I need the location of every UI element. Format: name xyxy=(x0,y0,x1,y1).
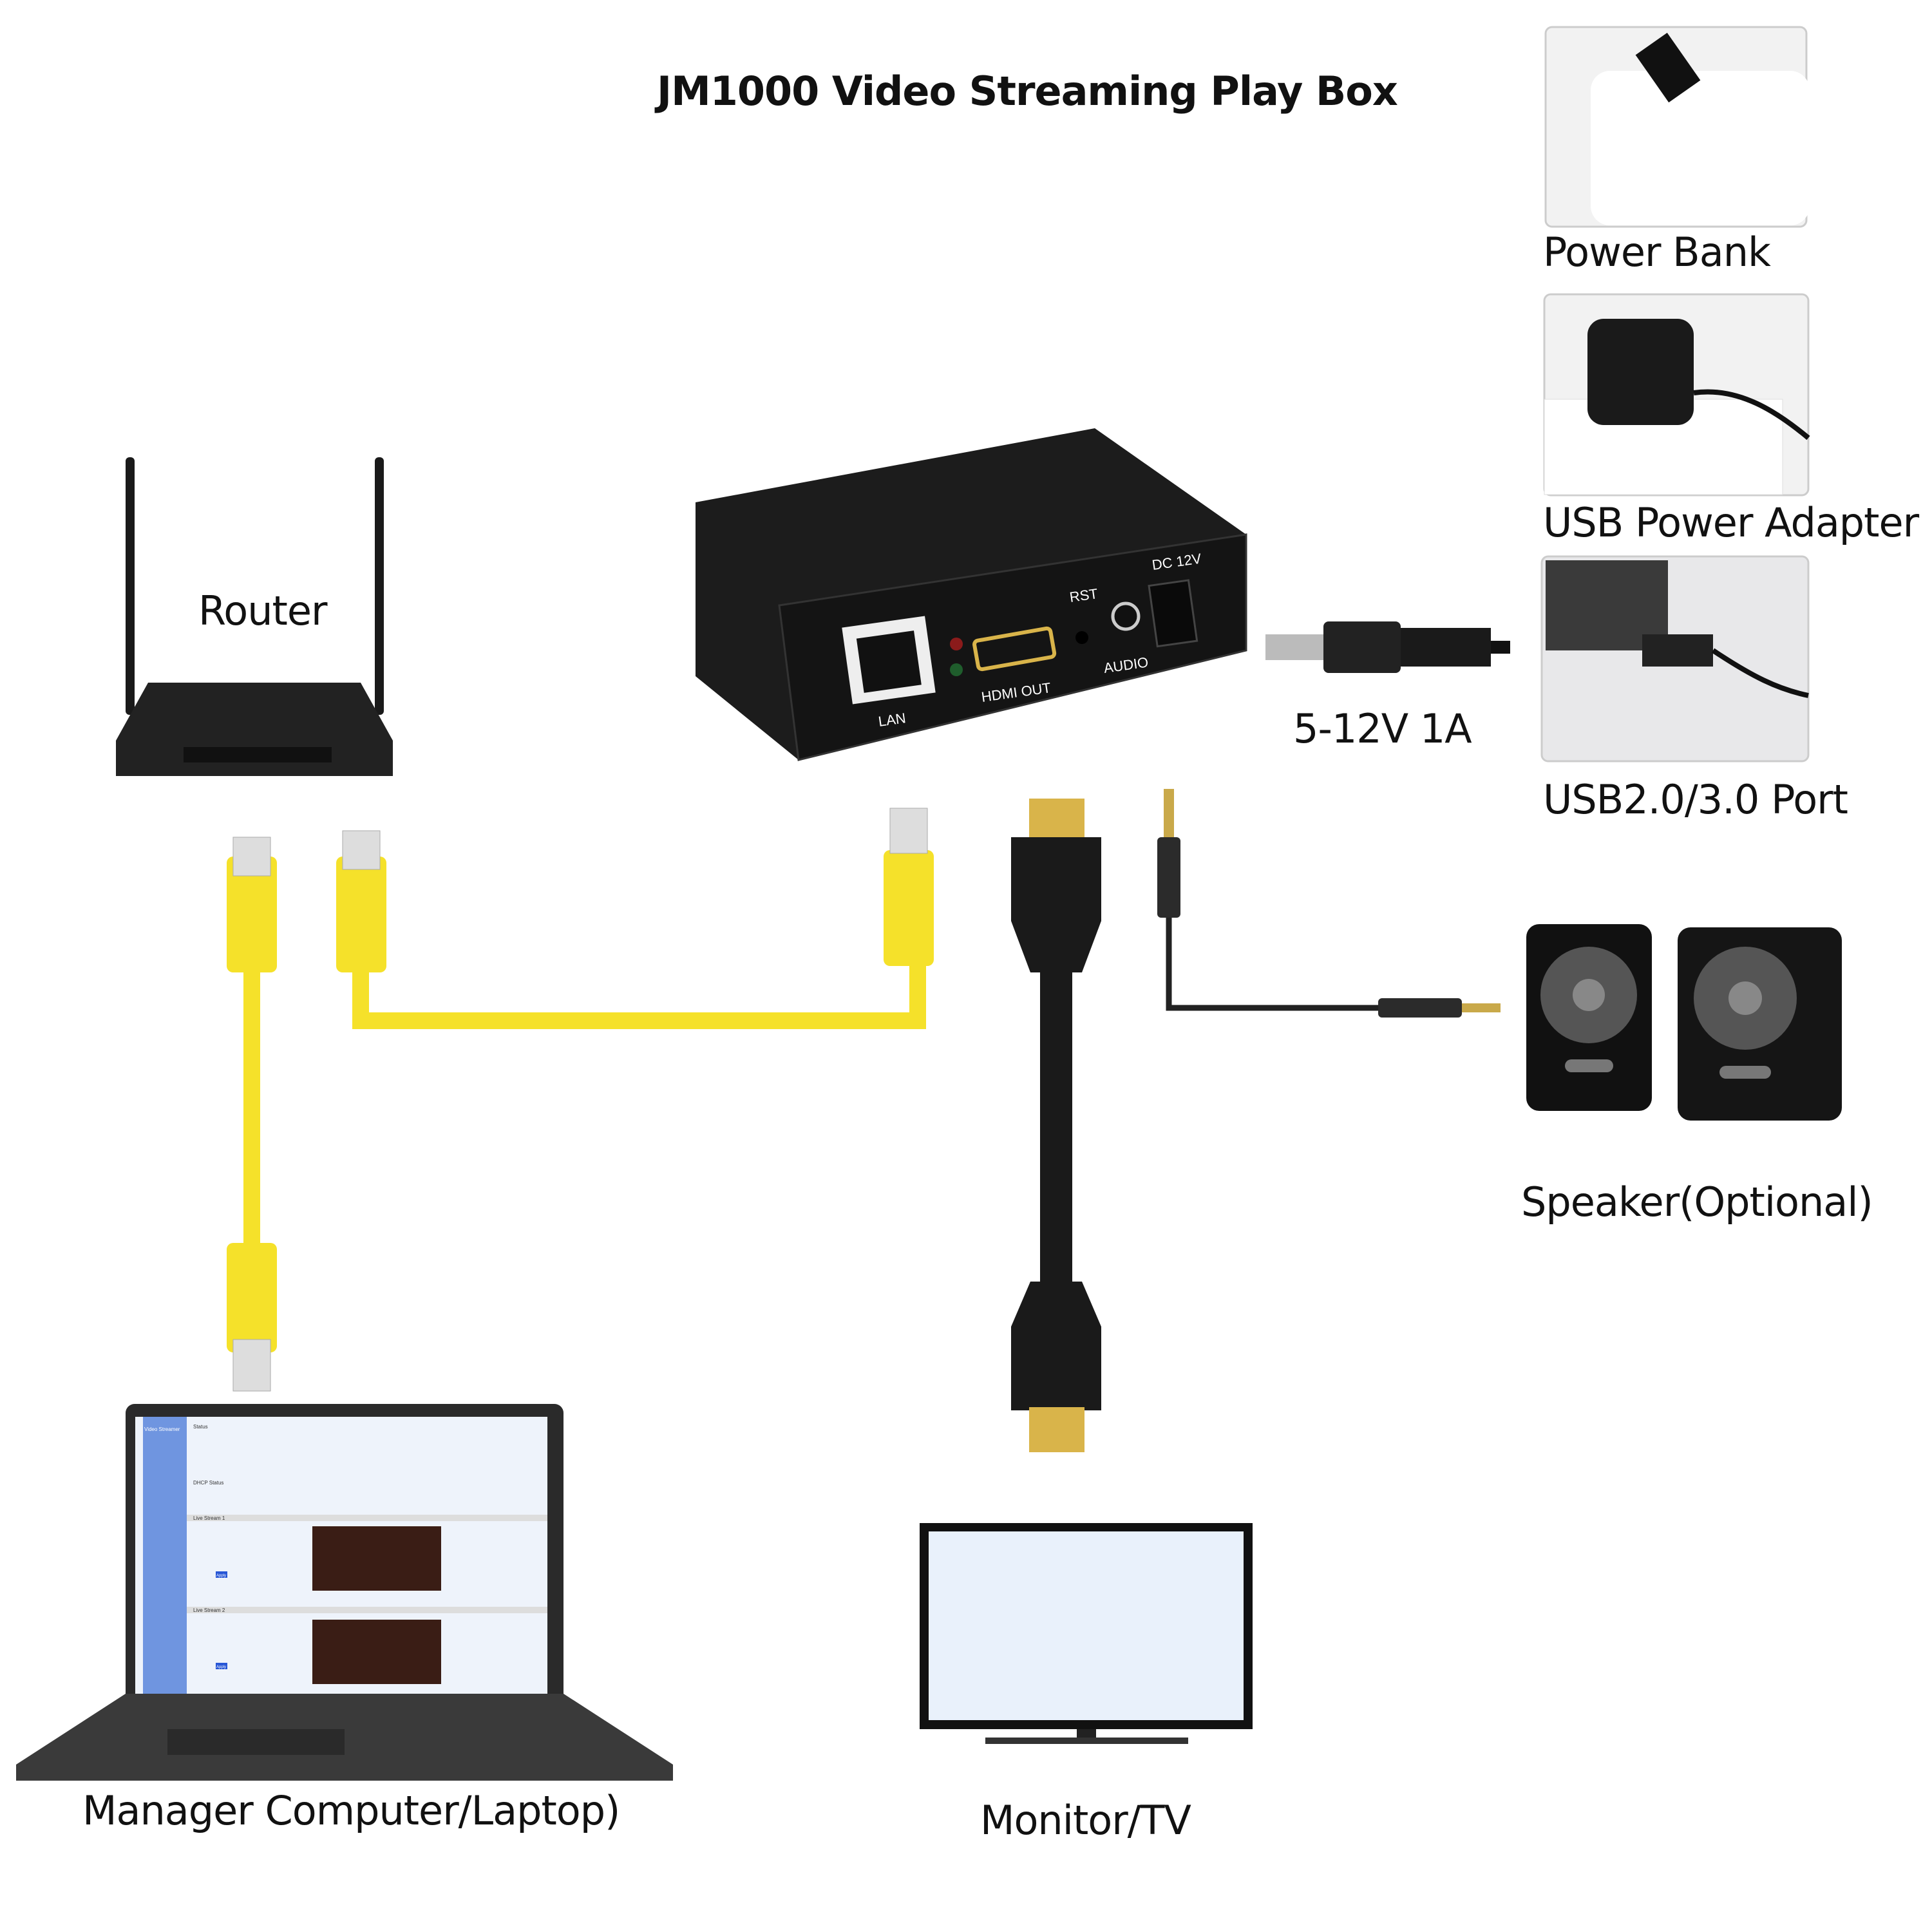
audio-cable xyxy=(1157,789,1501,1018)
lan-port-label: LAN xyxy=(877,710,907,730)
screen-apply-2: Apply xyxy=(216,1665,226,1669)
hdmi-cable xyxy=(1011,799,1101,1452)
screen-stream2: Live Stream 2 xyxy=(193,1607,225,1613)
usb-port-image xyxy=(1540,555,1810,762)
speaker-label: Speaker(Optional) xyxy=(1521,1179,1873,1226)
power-bank-image xyxy=(1544,26,1810,228)
monitor-image xyxy=(920,1523,1253,1744)
router-image xyxy=(116,457,393,776)
laptop-image: Video Streamer Status DHCP Status Live S… xyxy=(16,1404,673,1781)
speakers-image xyxy=(1526,924,1842,1121)
usb-adapter-label: USB Power Adapter xyxy=(1543,499,1919,546)
ethernet-cable-laptop xyxy=(227,837,277,1392)
router-label: Router xyxy=(198,587,327,634)
usb-port-label: USB2.0/3.0 Port xyxy=(1543,776,1848,823)
page-title: JM1000 Video Streaming Play Box xyxy=(657,68,1398,115)
dc-power-plug xyxy=(1265,621,1510,673)
screen-dhcp: DHCP Status xyxy=(193,1480,223,1486)
monitor-label: Monitor/TV xyxy=(980,1797,1191,1844)
streaming-box-image: LAN HDMI OUT RST AUDIO DC 12V xyxy=(696,428,1247,761)
screen-stream1: Live Stream 1 xyxy=(193,1515,225,1521)
power-spec-label: 5-12V 1A xyxy=(1293,705,1472,752)
screen-apply-1: Apply xyxy=(216,1574,226,1578)
usb-power-adapter-image xyxy=(1543,293,1810,497)
laptop-label: Manager Computer/Laptop) xyxy=(82,1787,620,1834)
power-bank-label: Power Bank xyxy=(1543,229,1771,276)
rst-label: RST xyxy=(1068,585,1099,605)
screen-brand: Video Streamer xyxy=(144,1426,180,1432)
ethernet-cable-box xyxy=(336,808,934,1029)
screen-status: Status xyxy=(193,1424,208,1430)
